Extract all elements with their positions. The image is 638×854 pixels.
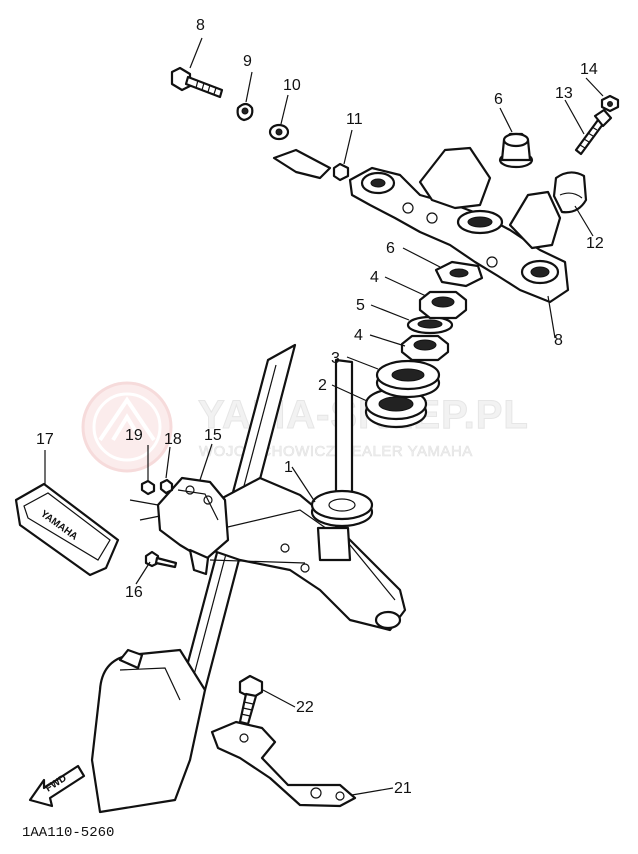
leader-lines [44, 37, 604, 796]
screw-17 [144, 550, 178, 569]
cap-nut [498, 132, 534, 169]
bolt-22 [238, 674, 264, 726]
part-label-19: 18 [164, 431, 182, 448]
part-label-9: 8 [196, 17, 205, 34]
part-label-8: 8 [554, 332, 563, 349]
watermark: YAMA-SKLEP.PL WOJCIECHOWICZ DEALER YAMAH… [81, 381, 528, 473]
part-label-10: 9 [243, 53, 252, 70]
ring-nut-lower [400, 334, 450, 362]
part-label-21: 21 [394, 780, 412, 797]
part-label-22: 22 [296, 699, 314, 716]
part-label-15: 14 [580, 61, 598, 78]
bearing-upper [375, 359, 441, 399]
part-label-2: 2 [318, 377, 327, 394]
bearing-lower [310, 489, 374, 528]
part-label-16: 15 [204, 427, 222, 444]
emblem-bracket [156, 476, 230, 576]
part-label-17: 16 [125, 584, 143, 601]
nut-19 [159, 478, 174, 495]
part-label-13: 12 [586, 235, 604, 252]
plate-washer-11 [268, 123, 290, 141]
lock-washer [406, 315, 454, 335]
yamaha-tuning-fork-icon [81, 381, 173, 473]
cable-plate-12 [272, 148, 350, 182]
ring-nut-upper [418, 290, 468, 320]
nut-15 [600, 94, 620, 113]
bolt-9 [170, 66, 224, 99]
part-label-4-upper: 4 [370, 269, 379, 286]
part-label-4-lower: 4 [354, 327, 363, 344]
nut-20 [140, 479, 156, 496]
part-label-11: 10 [283, 77, 301, 94]
part-label-18: 17 [36, 431, 54, 448]
catalog-code: 1AA110-5260 [22, 825, 114, 841]
part-label-12: 11 [346, 111, 363, 128]
part-label-5: 5 [356, 297, 365, 314]
part-label-7: 6 [494, 91, 503, 108]
part-label-20: 19 [125, 427, 143, 444]
part-label-3: 3 [331, 350, 340, 367]
washer-6 [434, 260, 484, 288]
handlebar-holder [552, 171, 588, 214]
part-label-6: 6 [386, 240, 395, 257]
bolt-14 [574, 108, 613, 156]
yamaha-emblem: YAMAHA [14, 482, 120, 577]
part-label-1: 1 [284, 459, 293, 476]
cover-stay-21 [210, 720, 357, 808]
part-label-14: 13 [555, 85, 573, 102]
part-number-labels: 8 9 10 11 6 13 14 12 6 4 5 4 3 2 8 1 17 … [36, 17, 604, 797]
spring-washer-10 [236, 102, 254, 122]
upper-bracket [348, 146, 570, 304]
forward-direction-arrow-icon: FWD [28, 764, 86, 808]
